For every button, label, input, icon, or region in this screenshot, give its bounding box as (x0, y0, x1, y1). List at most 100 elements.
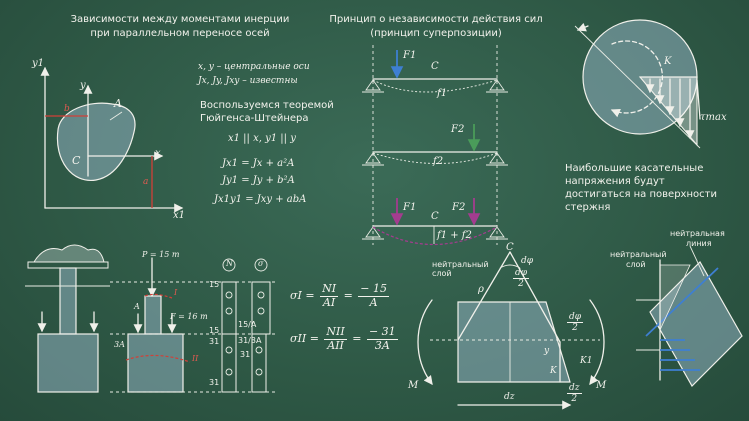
torsion-note-line1: Наибольшие касательные (565, 163, 704, 174)
N-value-31-top: 31 (209, 337, 220, 346)
N-header-circle (222, 258, 236, 272)
N-value-31-mid: 31 (240, 350, 251, 359)
moment-right (589, 299, 605, 386)
use-theorem-line1: Воспользуемся теоремой (200, 100, 334, 111)
radius-left (457, 251, 511, 341)
support-right-1 (489, 79, 505, 91)
bending-center-C: C (506, 242, 514, 253)
sigma-value-15A: 15/A (238, 320, 257, 329)
sigma-value-31-3A: 31/3A (238, 336, 262, 345)
N-diagram-lower (221, 333, 237, 393)
area-pointer (109, 111, 123, 121)
beam2-f2: f2 (433, 156, 444, 167)
bending-dphi: dφ (521, 256, 534, 266)
section2-title-line2: (принцип суперпозиции) (370, 28, 502, 39)
cross-section-shape (56, 102, 136, 181)
beam1-C: C (431, 61, 439, 72)
column-figure (25, 244, 275, 393)
beam1-f1: f1 (437, 88, 448, 99)
parallel-axes-figure (40, 66, 184, 213)
section2-title-line1: Принцип о независимости действия сил (329, 14, 543, 25)
bending-dz: dz (504, 392, 515, 402)
support-left-1 (365, 79, 381, 91)
oblique-bending-figure (636, 245, 743, 387)
label-a: a (143, 177, 149, 187)
superposition-figure (362, 45, 508, 246)
torsion-K: K (664, 56, 672, 67)
beam1-F1: F1 (403, 50, 417, 61)
bending-K: K (550, 366, 557, 376)
sigma-header-circle (254, 258, 268, 272)
support-left-3 (365, 226, 381, 238)
col-N-header: N (226, 259, 233, 268)
torsion-figure (574, 19, 701, 149)
given-axes-text: x, y – центральные оси (198, 62, 310, 72)
neutral-axis-line (645, 267, 719, 337)
section1-title-line2: при параллельном переносе осей (90, 28, 270, 39)
bending-element-figure (417, 251, 605, 410)
label-area-A: A (114, 97, 122, 110)
beam3-f-sum: f1 + f2 (437, 230, 472, 241)
torsion-note-line3: достигаться на поверхности (565, 189, 717, 200)
given-moments-text: Jx, Jy, Jxy – известны (198, 76, 298, 86)
neutral-layer-label-1: нейтральный (610, 250, 667, 259)
deformed-element (457, 301, 571, 383)
label-b: b (64, 104, 70, 114)
section1-title-line1: Зависимости между моментами инерции (70, 14, 290, 25)
use-theorem-line2: Гюйгенса-Штейнера (200, 113, 309, 124)
area-3A-label: 3A (114, 340, 125, 349)
load-platform (27, 261, 109, 269)
label-y1: y1 (32, 58, 45, 69)
load-P-label: P = 15 т (142, 250, 180, 259)
beam2-F2: F2 (451, 124, 465, 135)
N-value-15-top: 15 (209, 280, 220, 289)
deflection-2 (372, 152, 498, 164)
neutral-line-label-2: линия (686, 239, 712, 248)
neutral-line-label-1: нейтральная (670, 229, 725, 238)
N-value-31-bottom: 31 (209, 378, 220, 387)
schematic-lower (127, 333, 184, 393)
N-value-15-bottom: 15 (209, 326, 220, 335)
lower-column (37, 333, 99, 393)
section-II-cut (125, 354, 191, 363)
load-F-label: F = 16 т (170, 312, 208, 321)
label-x1: x1 (173, 210, 186, 221)
bending-y: y (544, 346, 550, 356)
section-I-label: I (174, 288, 178, 297)
beam3-F2: F2 (452, 202, 466, 213)
eq-Jy1: Jy1 = Jy + b²A (222, 175, 295, 186)
moment-left (417, 299, 433, 386)
bending-M-left: M (408, 380, 419, 391)
support-right-2 (489, 152, 505, 164)
schematic-upper (144, 295, 162, 335)
support-right-3 (489, 226, 505, 238)
tau-max-label: τmax (700, 112, 727, 123)
diameter-line (574, 25, 701, 149)
label-centroid-C: C (72, 154, 81, 167)
col-sigma-header: σ (258, 259, 264, 268)
parallel-condition: x1 || x, y1 || y (228, 133, 296, 144)
upper-column (59, 267, 77, 335)
torsion-note-line2: напряжения будут (565, 176, 665, 187)
load-mass (33, 244, 105, 263)
label-y: y (80, 80, 86, 91)
sigma-diagram-lower (251, 333, 267, 393)
area-A-label: A (134, 302, 140, 311)
label-x: x (155, 148, 161, 159)
deflection-3 (372, 226, 498, 246)
bending-neutral-layer-label: нейтральный слой (432, 260, 489, 279)
torsion-note-line4: стержня (565, 202, 611, 213)
bending-rho: ρ (478, 284, 484, 295)
eq-Jx1: Jx1 = Jx + a²A (222, 158, 295, 169)
beam3-C: C (431, 211, 439, 222)
support-left-2 (365, 152, 381, 164)
bending-M-right: M (596, 380, 607, 391)
deflection-1 (372, 79, 498, 93)
bending-K1: K1 (580, 356, 593, 366)
